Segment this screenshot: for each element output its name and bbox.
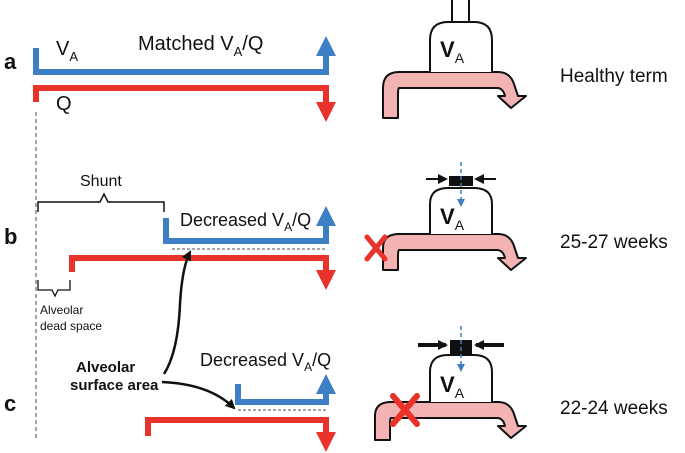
row-letter: c	[4, 391, 16, 416]
airway-narrowing	[449, 176, 473, 186]
alveolus	[429, 21, 493, 72]
age-label: Healthy term	[560, 66, 668, 87]
alveolus-unit: VA	[382, 0, 527, 119]
alveolus-label: VA	[440, 37, 465, 66]
perfusion-line	[145, 417, 329, 436]
x-mark-icon	[390, 393, 420, 427]
ventilation-line	[163, 218, 329, 244]
ventilation-arrowhead	[316, 374, 336, 394]
ventilation-label: VA	[56, 38, 78, 64]
shunt-bracket	[37, 192, 165, 212]
surface-arrow-to-c	[161, 380, 236, 410]
alveolus-unit: VA	[364, 162, 527, 271]
ventilation-line	[33, 48, 329, 75]
match-label: Matched VA/Q	[138, 33, 263, 59]
perfusion-label: Q	[56, 93, 72, 115]
dead-space-label-line2: dead space	[40, 319, 102, 333]
x-mark-icon	[364, 234, 388, 262]
ventilation-line	[235, 384, 329, 405]
ventilation-arrowhead	[316, 36, 336, 56]
vessel	[374, 401, 527, 441]
match-label: Decreased VA/Q	[180, 210, 311, 234]
row-b: b Shunt Decreased VA/Q Alveolar dead spa…	[4, 162, 668, 333]
perfusion-line	[69, 255, 329, 272]
vessel	[382, 233, 527, 271]
perfusion-arrowhead	[316, 432, 336, 452]
perfusion-arrowhead	[316, 102, 336, 122]
alveolus	[429, 187, 493, 234]
perfusion-line	[33, 85, 329, 104]
dead-space-bracket	[37, 280, 71, 298]
age-label: 25-27 weeks	[560, 232, 668, 253]
surface-area-label-line2: surface area	[70, 377, 159, 394]
alveolus-label: VA	[440, 372, 465, 401]
age-label: 22-24 weeks	[560, 398, 668, 419]
match-label: Decreased VA/Q	[200, 350, 331, 374]
vessel	[382, 71, 527, 119]
alveolus-label: VA	[440, 204, 465, 233]
row-c: c Decreased VA/Q Alveolar surface area V…	[4, 250, 668, 452]
alveolus-unit: VA	[374, 326, 527, 441]
perfusion-arrowhead	[316, 270, 336, 290]
surface-area-label-line1: Alveolar	[76, 359, 135, 376]
shunt-label: Shunt	[80, 173, 122, 190]
row-a: a VA Q Matched VA/Q VA Healthy term	[4, 0, 668, 122]
surface-arrow-to-b	[162, 250, 192, 375]
dead-space-label-line1: Alveolar	[40, 303, 83, 317]
row-letter: b	[4, 224, 17, 249]
ventilation-arrowhead	[316, 206, 336, 226]
row-letter: a	[4, 49, 17, 74]
